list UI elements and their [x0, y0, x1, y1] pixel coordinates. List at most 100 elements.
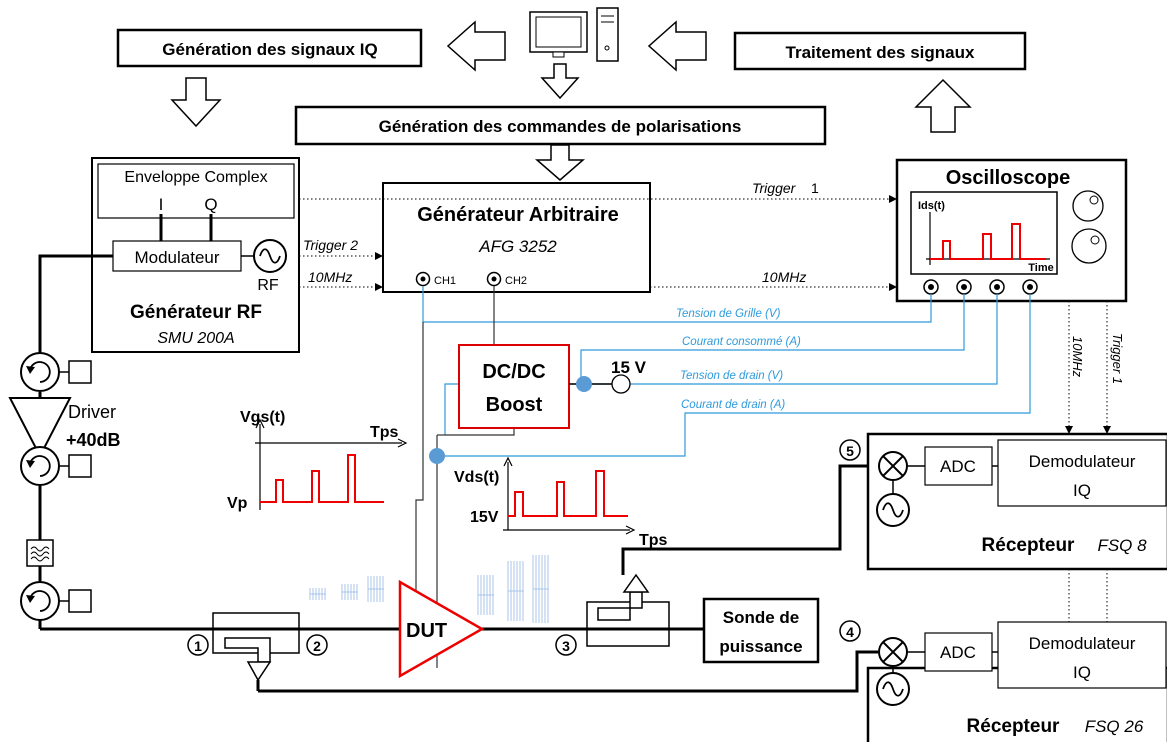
supply-label: 15 V: [611, 358, 647, 377]
port-4: 4: [846, 624, 854, 640]
signal-processing-label: Traitement des signaux: [786, 43, 975, 62]
vds-ylabel: Vds(t): [454, 469, 499, 486]
receiver-fsq8: ADC Demodulateur IQ Récepteur FSQ 8: [866, 432, 1167, 571]
vgs-ylabel: Vgs(t): [240, 409, 285, 426]
iq-generation-label: Génération des signaux IQ: [162, 40, 377, 59]
scope-xlabel: Time: [1028, 262, 1053, 274]
coupler-1: [212, 612, 300, 691]
dcdc-line1: DC/DC: [482, 361, 545, 383]
circulator-icon-1: [20, 352, 92, 392]
rf-burst-input: [309, 576, 384, 602]
gate-voltage-label: Tension de Grille (V): [676, 308, 781, 320]
vds-plot: Vds(t) Tps 15V: [454, 456, 668, 549]
trigger1-vertical-label: Trigger 1: [1110, 333, 1125, 384]
power-probe-line2: puissance: [719, 637, 802, 656]
ch1-label: CH1: [434, 275, 456, 287]
rf-generator-title: Générateur RF: [130, 302, 262, 323]
awg-model: AFG 3252: [478, 237, 557, 256]
coupler-to-fsq8-line: [621, 464, 878, 575]
vgs-level: Vp: [227, 495, 248, 512]
power-probe: Sonde de puissance: [702, 597, 820, 664]
arrow-down-icon: [170, 77, 222, 128]
receiver-fsq26: ADC Demodulateur IQ Récepteur FSQ 26: [866, 621, 1167, 742]
vgs-trace: [260, 454, 384, 503]
fsq26-demod-line1: Demodulateur: [1029, 634, 1136, 653]
gate-bias-line: [415, 322, 424, 668]
dcdc-boost: DC/DC Boost 15 V: [458, 344, 647, 429]
port-3: 3: [562, 638, 570, 654]
oscilloscope: Oscilloscope Ids(t) Time: [895, 158, 1128, 303]
port-1: 1: [194, 638, 202, 654]
trigger1-num: 1: [811, 180, 819, 196]
driver-amplifier: Driver +40dB: [8, 397, 121, 459]
rf-output-line: [38, 254, 113, 353]
arrow-down-icon-2: [540, 63, 580, 100]
drain-current-line: [437, 294, 1031, 457]
tenmhz-vertical-label: 10MHz: [1070, 336, 1085, 378]
fsq8-demod-line2: IQ: [1073, 481, 1091, 500]
driver-label: Driver: [68, 402, 116, 422]
rf-generator: Enveloppe Complex I Q Modulateur RF Géné…: [91, 157, 300, 353]
driver-gain: +40dB: [66, 430, 121, 450]
port-2: 2: [313, 638, 321, 654]
fsq8-demod-line1: Demodulateur: [1029, 452, 1136, 471]
consumed-current-line: [580, 294, 965, 384]
rf-label: RF: [257, 277, 279, 294]
dut-label: DUT: [406, 620, 447, 642]
vgs-plot: Vgs(t) Tps Vp: [227, 409, 408, 512]
tenmhz-right-label: 10MHz: [762, 269, 806, 285]
drain-voltage-line: [444, 294, 998, 435]
coupler-to-fsq26-line: [258, 650, 878, 693]
modulator-label: Modulateur: [134, 248, 219, 267]
scope-trace: [930, 223, 1046, 260]
rf-burst-output: [477, 555, 549, 623]
drain-voltage-label: Tension de drain (V): [680, 370, 783, 382]
fsq26-model: FSQ 26: [1085, 717, 1144, 736]
power-probe-line1: Sonde de: [723, 608, 800, 627]
signal-processing-box: Traitement des signaux: [733, 31, 1027, 71]
i-label: I: [159, 195, 164, 214]
arbitrary-generator: Générateur Arbitraire AFG 3252 CH1 CH2: [382, 182, 651, 293]
dut: DUT: [398, 579, 485, 679]
iq-generation-box: Génération des signaux IQ: [116, 28, 423, 68]
vgs-xlabel: Tps: [370, 424, 399, 441]
fsq8-adc: ADC: [940, 457, 976, 476]
bias-commands-label: Génération des commandes de polarisation…: [379, 117, 742, 136]
lo-oscillator-icon: [876, 493, 910, 527]
filter-icon: [26, 539, 54, 567]
trigger2-label: Trigger 2: [303, 237, 358, 253]
consumed-current-label: Courant consommé (A): [682, 336, 801, 348]
coupler-2: [586, 573, 670, 647]
envelope-label: Enveloppe Complex: [124, 169, 267, 186]
q-label: Q: [204, 195, 217, 214]
oscillator-icon: [253, 239, 287, 273]
circulator-icon-2: [20, 446, 92, 486]
arrow-left-icon-2: [647, 20, 707, 72]
lo-oscillator-icon-2: [876, 672, 910, 706]
arrow-left-icon: [446, 20, 506, 72]
supply-terminal: [611, 374, 631, 394]
vds-level: 15V: [470, 509, 499, 526]
drain-probe-node: [429, 448, 445, 464]
awg-title: Générateur Arbitraire: [417, 204, 619, 226]
gate-voltage-line: [422, 286, 932, 323]
scope-knob-1: [1072, 190, 1104, 222]
vds-xlabel: Tps: [639, 532, 668, 549]
arrow-down-icon-3: [534, 144, 586, 181]
rf-generator-model: SMU 200A: [157, 330, 234, 347]
trigger1-label: Trigger: [752, 180, 797, 196]
fsq8-model: FSQ 8: [1097, 536, 1147, 555]
port-5: 5: [846, 443, 854, 459]
drain-current-label: Courant de drain (A): [681, 399, 785, 411]
ch2-label: CH2: [505, 275, 527, 287]
dcdc-line2: Boost: [486, 394, 543, 416]
computer-icon: [529, 7, 619, 62]
tenmhz-left-label: 10MHz: [308, 269, 352, 285]
fsq26-demod-line2: IQ: [1073, 663, 1091, 682]
bias-commands-box: Génération des commandes de polarisation…: [294, 105, 827, 146]
fsq8-title: Récepteur: [982, 535, 1076, 556]
scope-ylabel: Ids(t): [918, 200, 945, 212]
port-markers: 1 2 3 4 5: [187, 439, 861, 656]
circulator-icon-3: [20, 581, 92, 621]
